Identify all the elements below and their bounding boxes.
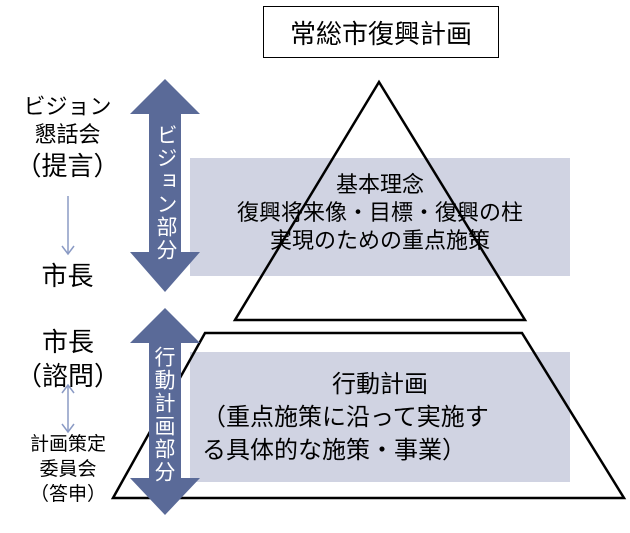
mayor-upper-label: 市長 [41,262,94,292]
lower-line-1: 行動計画 [332,370,428,398]
lower-band [190,352,570,482]
small-double-arrow-lower [61,383,75,434]
proposal-label: （提言） [15,152,120,182]
vision-double-arrow [130,79,200,292]
pyramid-top [232,79,528,322]
left-lower-top: 市長 （諮問） [8,326,128,394]
lower-line-2: （重点施策に沿って実施す [202,403,489,431]
pyramid-bottom [110,331,627,500]
vision-council-label-2: 懇話会 [34,123,101,148]
vision-council-label-1: ビジョン [23,95,112,120]
committee-label-2: 委員会 [39,458,97,480]
action-plan-arrow-label: 行動計画部分 [152,346,176,484]
action-plan-double-arrow [130,308,200,515]
mayor-lower-label: 市長 [41,328,94,358]
lower-band-text: 行動計画 （重点施策に沿って実施す る具体的な施策・事業） [190,368,570,467]
vision-arrow-label: ビジョン部分 [154,124,178,262]
report-label: （答申） [29,483,106,505]
title-box: 常総市復興計画 [263,6,499,58]
upper-band [190,158,570,276]
left-lower-bottom: 計画策定 委員会 （答申） [6,432,130,507]
upper-line-2: 復興将来像・目標・復興の柱 [236,201,523,226]
diagram-title: 常総市復興計画 [289,19,472,50]
lower-line-3: る具体的な施策・事業） [202,436,466,464]
upper-line-3: 実現のための重点施策 [269,229,490,254]
inquiry-label: （諮問） [15,362,120,392]
upper-line-1: 基本理念 [335,173,424,198]
upper-band-text: 基本理念 復興将来像・目標・復興の柱 実現のための重点施策 [190,172,570,256]
committee-label-1: 計画策定 [29,433,106,455]
left-upper-group: ビジョン 懇話会 （提言） [10,94,125,184]
small-arrow-upper [61,196,75,256]
